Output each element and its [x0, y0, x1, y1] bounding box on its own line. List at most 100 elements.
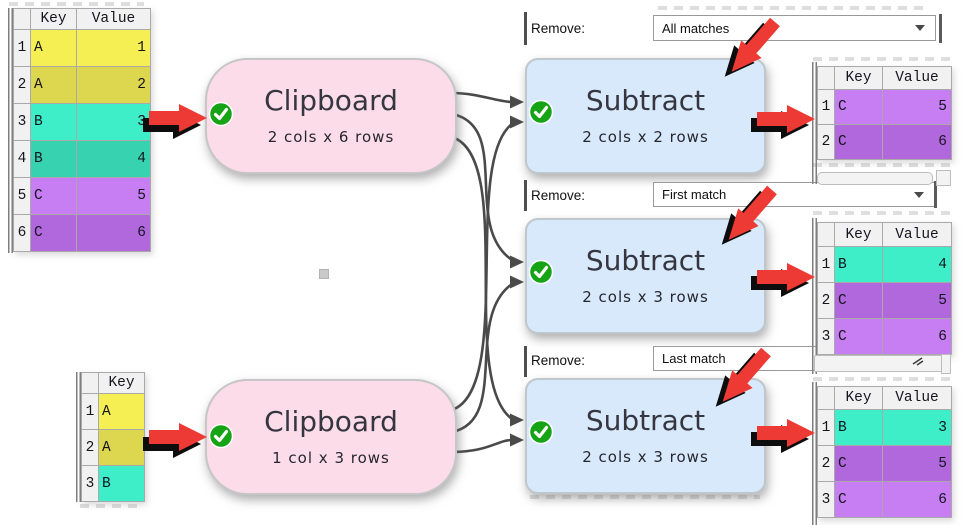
scrollbar-corner	[941, 354, 951, 374]
connector-wire	[451, 112, 513, 262]
row-number-cell: 6	[14, 215, 31, 252]
table-header-row: Key Value	[818, 387, 952, 410]
key-cell: C	[835, 125, 883, 160]
torn-edge	[658, 6, 930, 10]
table-row: 1 A	[82, 394, 145, 430]
connector-wire	[451, 91, 513, 104]
table-row: 5 C 5	[14, 178, 151, 215]
table-header-row: Key Value	[818, 223, 952, 247]
key-cell: C	[835, 446, 883, 482]
row-number-cell: 2	[82, 430, 99, 466]
remove-label: Remove:	[531, 21, 586, 36]
node-title: Clipboard	[264, 405, 398, 438]
chevron-down-icon[interactable]	[915, 25, 925, 31]
corner-cell	[14, 9, 31, 30]
table-row: 1 A 1	[14, 30, 151, 67]
subtract-node-3[interactable]: Subtract 2 cols x 3 rows	[525, 378, 766, 494]
key-cell: A	[99, 430, 145, 466]
row-number-cell: 3	[818, 319, 835, 355]
key-cell: B	[835, 410, 883, 446]
torn-edge	[813, 57, 950, 61]
key-cell: B	[31, 104, 77, 141]
col-header-value: Value	[883, 223, 952, 247]
row-number-cell: 4	[14, 141, 31, 178]
row-number-cell: 1	[818, 410, 835, 446]
table-row: 1 C 5	[818, 90, 952, 125]
remove-combobox-1[interactable]: All matches	[653, 15, 936, 41]
corner-cell	[818, 387, 835, 410]
table-row: 2 C 5	[818, 446, 952, 482]
table-header-row: Key Value	[14, 9, 151, 30]
node-size-label: 2 cols x 3 rows	[582, 448, 709, 466]
key-cell: C	[835, 319, 883, 355]
output-table-1: Key Value 1 C 5 2 C 6	[817, 66, 952, 160]
connector-wire	[451, 135, 513, 421]
clipboard-node-2[interactable]: Clipboard 1 col x 3 rows	[205, 379, 457, 495]
chevron-down-icon[interactable]	[914, 191, 924, 198]
value-cell: 4	[883, 247, 952, 283]
col-header-value: Value	[883, 387, 952, 410]
subtract-node-1[interactable]: Subtract 2 cols x 2 rows	[525, 58, 766, 174]
corner-cell	[82, 373, 99, 394]
table-row: 2 C 5	[818, 283, 952, 319]
col-header-value: Value	[77, 9, 151, 30]
table-row: 3 C 6	[818, 482, 952, 518]
torn-edge	[813, 211, 950, 215]
panel-edge	[524, 180, 527, 211]
table-row: 2 A 2	[14, 67, 151, 104]
node-size-label: 2 cols x 6 rows	[267, 128, 395, 146]
torn-edge	[813, 163, 950, 167]
row-number-cell: 3	[818, 482, 835, 518]
row-number-cell: 2	[818, 283, 835, 319]
horizontal-scrollbar[interactable]	[817, 172, 933, 185]
node-size-label: 2 cols x 2 rows	[582, 128, 709, 146]
output-table-2: Key Value 1 B 4 2 C 5 3 C 6	[817, 222, 952, 355]
row-number-cell: 1	[818, 247, 835, 283]
corner-cell	[818, 223, 835, 247]
col-header-key: Key	[835, 223, 883, 247]
key-cell: A	[99, 394, 145, 430]
row-number-cell: 2	[14, 67, 31, 104]
value-cell: 3	[77, 104, 151, 141]
key-cell: C	[835, 482, 883, 518]
window-edge	[812, 382, 817, 525]
table-row: 3 C 6	[818, 319, 952, 355]
col-header-value: Value	[883, 67, 952, 90]
panel-edge	[524, 346, 527, 377]
value-cell: 3	[883, 410, 952, 446]
value-cell: 2	[77, 67, 151, 104]
value-cell: 5	[77, 178, 151, 215]
table-header-row: Key Value	[818, 67, 952, 90]
torn-edge	[934, 181, 937, 208]
node-title: Subtract	[585, 244, 706, 277]
key-cell: C	[835, 283, 883, 319]
row-number-cell: 2	[818, 125, 835, 160]
table-header-row: Key	[82, 373, 145, 394]
value-cell: 6	[883, 319, 952, 355]
row-number-cell: 3	[14, 104, 31, 141]
scrollbar-corner	[936, 170, 951, 186]
remove-label: Remove:	[531, 353, 586, 368]
table-row: 4 B 4	[14, 141, 151, 178]
col-header-key: Key	[31, 9, 77, 30]
key-cell: A	[31, 30, 77, 67]
corner-cell	[818, 67, 835, 90]
horizontal-scrollbar[interactable]	[814, 355, 948, 372]
combobox-value: First match	[662, 187, 727, 202]
row-number-cell: 1	[818, 90, 835, 125]
value-cell: 6	[883, 482, 952, 518]
key-cell: B	[99, 466, 145, 502]
subtract-node-2[interactable]: Subtract 2 cols x 3 rows	[525, 218, 766, 334]
remove-combobox-2[interactable]: First match	[653, 182, 935, 207]
torn-edge	[530, 495, 760, 499]
panel-edge	[524, 12, 527, 45]
clipboard-node-1[interactable]: Clipboard 2 cols x 6 rows	[205, 58, 457, 174]
key-cell: B	[31, 141, 77, 178]
key-cell: C	[835, 90, 883, 125]
value-cell: 6	[77, 215, 151, 252]
connector-wire	[451, 122, 513, 412]
table-row: 1 B 4	[818, 247, 952, 283]
row-number-cell: 2	[818, 446, 835, 482]
